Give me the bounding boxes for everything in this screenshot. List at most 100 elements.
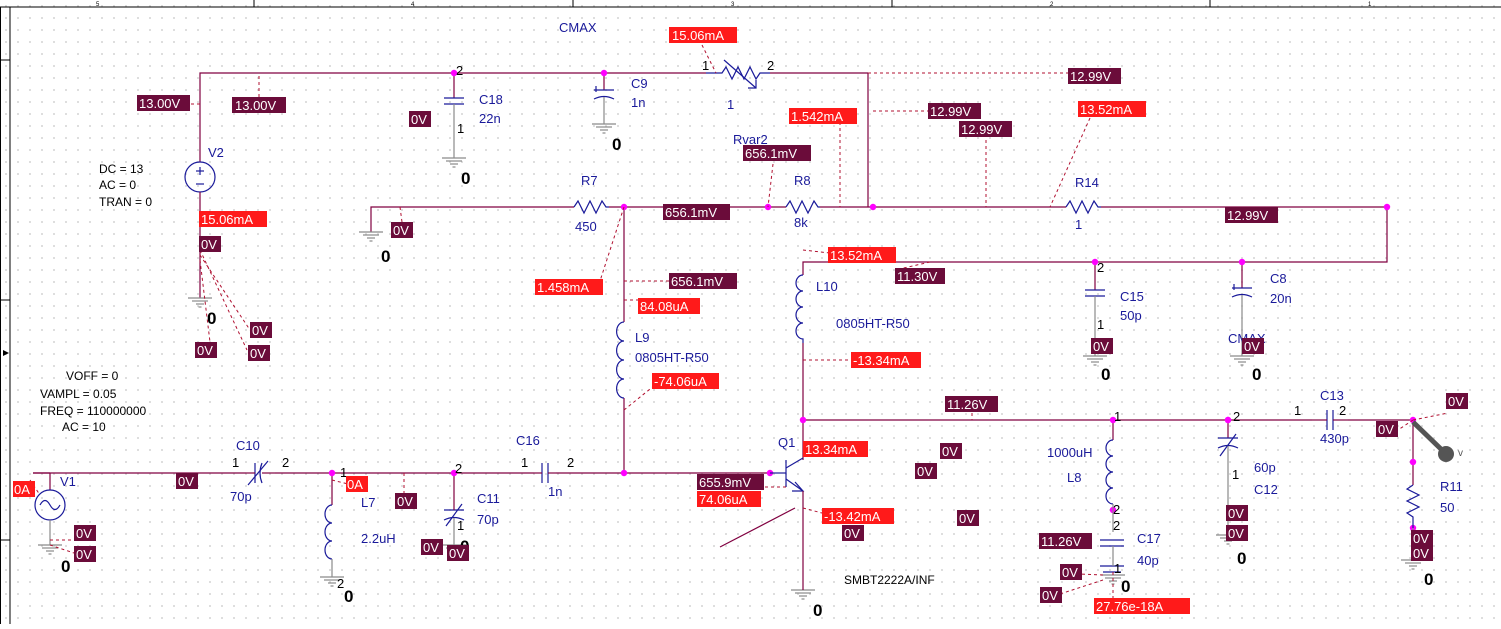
probe-v-11-26-b[interactable]: 11.26V — [1039, 533, 1092, 549]
v1-vampl: VAMPL = 0.05 — [40, 387, 117, 401]
probe-v-c11-a[interactable]: 0V — [421, 539, 443, 555]
probe-v-c18[interactable]: 0V — [409, 111, 431, 127]
probe-v-c13[interactable]: 0V — [1376, 421, 1398, 437]
capacitor-c16[interactable]: C16 1n 1 2 — [516, 433, 574, 499]
probe-i-1-542[interactable]: 1.542mA — [789, 108, 857, 124]
probe-v-c10[interactable]: 0V — [176, 473, 198, 489]
svg-text:12.99V: 12.99V — [1070, 69, 1112, 84]
svg-text:0V: 0V — [1413, 546, 1429, 561]
probe-v-gnd-c[interactable]: 0V — [248, 345, 270, 361]
inductor-l9[interactable]: L9 0805HT-R50 — [616, 321, 709, 399]
probe-v-gnd-b[interactable]: 0V — [195, 342, 217, 358]
probe-i-13-52-top[interactable]: 13.52mA — [1078, 101, 1146, 117]
probe-v-c17-b[interactable]: 0V — [1040, 587, 1062, 603]
inductor-l7[interactable]: L7 2.2uH 1 2 — [324, 465, 396, 591]
probe-v-r11-b[interactable]: 0V — [1411, 545, 1433, 561]
capacitor-c15[interactable]: C15 50p 2 1 — [1085, 260, 1144, 356]
probe-v-13-00-a[interactable]: 13.00V — [137, 95, 190, 111]
junction-dots — [328, 69, 1417, 532]
c18-pin2: 2 — [456, 63, 463, 78]
probe-v-c12-a[interactable]: 0V — [1226, 505, 1248, 521]
probe-v-c8[interactable]: 0V — [1242, 338, 1264, 354]
l7-pin2: 2 — [337, 576, 344, 591]
probe-v-c12-b[interactable]: 0V — [1226, 525, 1248, 541]
probe-i-84-08[interactable]: 84.08uA — [638, 298, 700, 314]
svg-text:656.1mV: 656.1mV — [665, 205, 717, 220]
probe-i-74-06-neg[interactable]: -74.06uA — [652, 373, 719, 389]
probe-v-656-1-rvar[interactable]: 656.1mV — [743, 145, 811, 161]
inductor-l8[interactable]: L8 1000uH 1 2 — [1047, 409, 1121, 532]
q1-model: SMBT2222A/INF — [844, 573, 935, 587]
border-col-3: 3 — [731, 2, 735, 8]
probe-i-74-06[interactable]: 74.06uA — [697, 491, 761, 507]
probe-i-13-34-neg[interactable]: -13.34mA — [851, 352, 921, 368]
inductor-l10[interactable]: L10 0805HT-R50 — [795, 274, 910, 343]
q1-name: Q1 — [778, 435, 795, 450]
svg-text:11.26V: 11.26V — [1041, 534, 1082, 549]
capacitor-c17[interactable]: C17 40p 2 1 — [1100, 518, 1161, 598]
probe-v-v1-a[interactable]: 0V — [74, 525, 96, 541]
probe-v-656-1-l9[interactable]: 656.1mV — [669, 273, 737, 289]
probe-i-13-42-neg[interactable]: -13.42mA — [822, 508, 894, 524]
probe-v-gnd-a[interactable]: 0V — [250, 322, 272, 338]
probe-v-out[interactable]: 0V — [1446, 393, 1468, 409]
probe-v-mid-e[interactable]: 0V — [957, 510, 979, 526]
capacitor-c18[interactable]: C18 22n 2 1 — [444, 63, 503, 158]
capacitor-c9[interactable]: C9 1n — [593, 76, 648, 124]
c10-pin2: 2 — [282, 455, 289, 470]
potentiometer-rvar2[interactable]: 1 2 1 Rvar2 — [702, 58, 774, 147]
probe-v-q1-a[interactable]: 0V — [940, 443, 962, 459]
probe-i-l7[interactable]: 0A — [346, 476, 368, 492]
gnd-label-c9: 0 — [612, 135, 621, 154]
probe-v-12-99-b[interactable]: 12.99V — [928, 103, 981, 119]
probe-i-1-458[interactable]: 1.458mA — [535, 279, 603, 295]
capacitor-c8[interactable]: C8 20n CMAX — [1228, 271, 1292, 356]
resistor-r8[interactable]: R8 8k — [785, 173, 820, 230]
probe-v-r7-gnd[interactable]: 0V — [391, 222, 413, 238]
c9-name: C9 — [631, 76, 648, 91]
probe-i-15-06-top[interactable]: 15.06mA — [669, 27, 737, 43]
v1-source[interactable]: V1 VOFF = 0 VAMPL = 0.05 FREQ = 11000000… — [34, 369, 147, 545]
capacitor-c10[interactable]: C10 70p 1 2 — [230, 438, 289, 504]
voltage-probe-marker[interactable]: v — [1411, 420, 1463, 462]
probe-i-27-76[interactable]: 27.76e-18A — [1094, 598, 1190, 614]
probe-v-c11-b[interactable]: 0V — [447, 545, 469, 561]
probe-v-v1-b[interactable]: 0V — [74, 546, 96, 562]
probe-v-11-30[interactable]: 11.30V — [895, 268, 945, 284]
probe-v-656-1-mid[interactable]: 656.1mV — [663, 204, 730, 220]
probe-v-12-99-c[interactable]: 12.99V — [959, 121, 1012, 137]
resistor-r14[interactable]: R14 1 — [1065, 175, 1101, 232]
capacitor-c11[interactable]: C11 70p 2 1 — [443, 461, 500, 545]
capacitor-c13[interactable]: C13 430p 1 2 — [1294, 388, 1349, 446]
svg-text:0V: 0V — [1448, 394, 1464, 409]
probe-v-r11-a[interactable]: 0V — [1411, 530, 1433, 546]
probe-i-v1[interactable]: 0A — [13, 481, 35, 497]
probe-v-c15[interactable]: 0V — [1091, 338, 1113, 354]
probe-v-13-00-b[interactable]: 13.00V — [232, 97, 286, 113]
probe-v-l7[interactable]: 0V — [395, 493, 417, 509]
svg-text:0V: 0V — [1228, 526, 1244, 541]
v2-tran: TRAN = 0 — [99, 195, 152, 209]
probe-v-c17-a[interactable]: 0V — [1060, 564, 1082, 580]
resistor-r7[interactable]: R7 450 — [573, 173, 609, 234]
probe-i-13-52-l10[interactable]: 13.52mA — [828, 247, 896, 263]
probe-v-12-99-a[interactable]: 12.99V — [1068, 68, 1121, 84]
c16-pin1: 1 — [521, 455, 528, 470]
capacitor-c12[interactable]: 60p C12 2 1 — [1217, 409, 1278, 535]
probe-v-v2-0[interactable]: 0V — [199, 236, 221, 252]
ground-symbol-r11 — [1401, 559, 1425, 570]
probe-v-655-9[interactable]: 655.9mV — [697, 474, 764, 490]
l7-name: L7 — [361, 495, 375, 510]
probe-values: 15.06mA 13.00V 13.00V 0V 12.99V 12.99V 1… — [13, 27, 1468, 614]
r8-name: R8 — [794, 173, 811, 188]
probe-i-15-06-v2[interactable]: 15.06mA — [199, 211, 267, 227]
probe-v-12-99-d[interactable]: 12.99V — [1225, 207, 1278, 223]
probe-i-13-34[interactable]: 13.34mA — [803, 441, 868, 457]
v2-source[interactable]: V2 DC = 13 AC = 0 TRAN = 0 — [99, 145, 224, 298]
c15-name: C15 — [1120, 289, 1144, 304]
probe-v-q1-c[interactable]: 0V — [842, 525, 864, 541]
l10-name: L10 — [816, 279, 838, 294]
probe-v-11-26-a[interactable]: 11.26V — [945, 396, 998, 412]
probe-v-q1-b[interactable]: 0V — [915, 463, 937, 479]
transistor-q1[interactable]: Q1 SMBT2222A/INF — [719, 435, 935, 590]
